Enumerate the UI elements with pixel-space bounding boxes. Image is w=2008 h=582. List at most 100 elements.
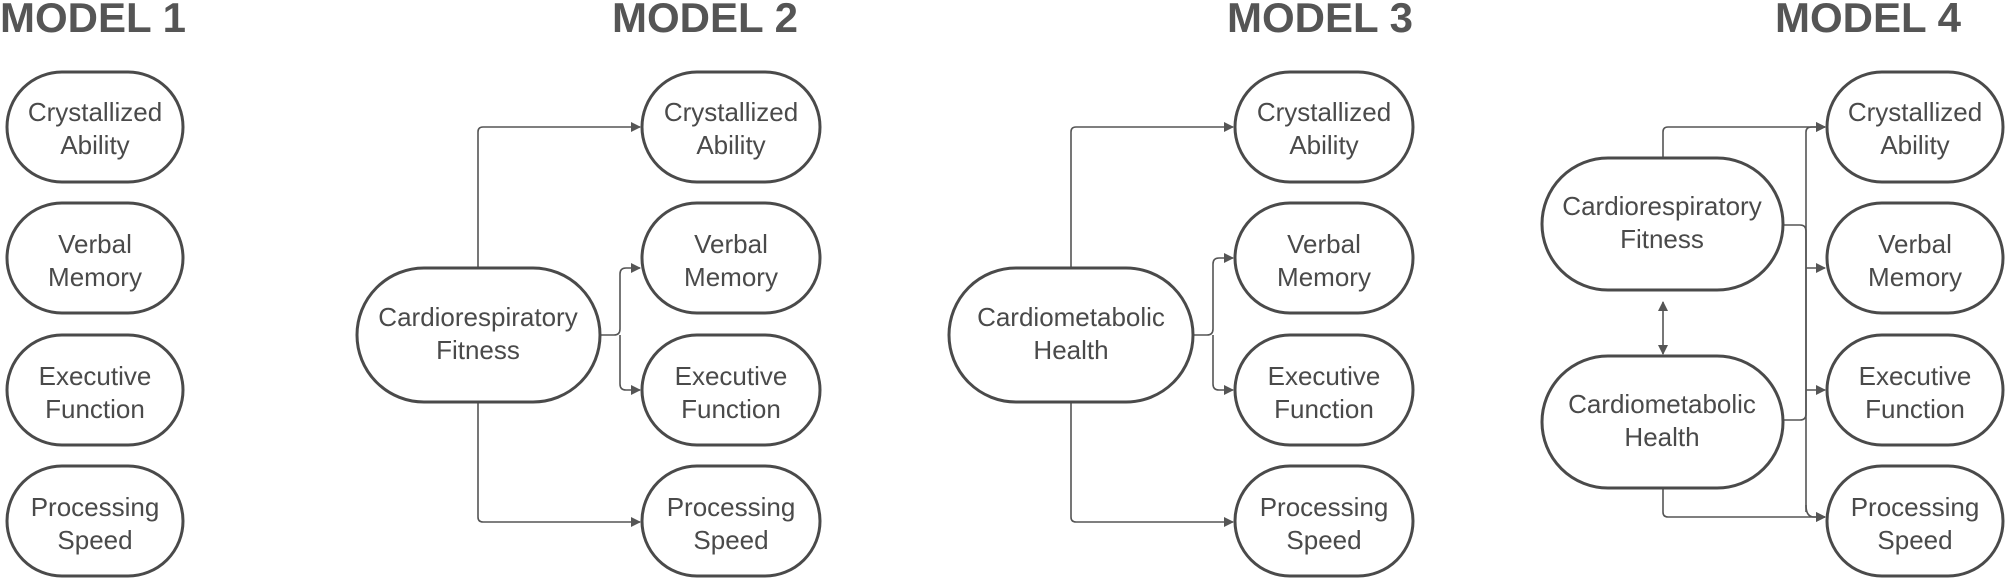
node-label-line-1: Verbal xyxy=(694,229,768,259)
path-cardiometabolic-verbal xyxy=(1193,253,1234,336)
node-label-line-2: Speed xyxy=(57,525,132,555)
node-label-line-1: Verbal xyxy=(58,229,132,259)
model-3-node-executive-function: Executive Function xyxy=(1233,333,1415,447)
model-4-title: MODEL 4 xyxy=(1775,0,1962,41)
model-4-node-processing-speed: Processing Speed xyxy=(1825,464,2005,578)
node-shape xyxy=(1233,201,1415,315)
node-label-line-1: Crystallized xyxy=(1848,97,1982,127)
model-3-paths xyxy=(1070,122,1234,527)
node-label-line-2: Health xyxy=(1033,335,1108,365)
model-2-node-executive-function: Executive Function xyxy=(640,333,822,447)
path-cardiometabolic-crystallized xyxy=(1070,122,1234,268)
path-m4-cardio-bus xyxy=(1783,224,1807,512)
model-1-node-verbal-memory: Verbal Memory xyxy=(5,201,185,315)
node-shape xyxy=(1233,70,1415,184)
model-3-node-processing-speed: Processing Speed xyxy=(1233,464,1415,578)
model-3-node-verbal-memory: Verbal Memory xyxy=(1233,201,1415,315)
node-label-line-2: Function xyxy=(1274,394,1374,424)
model-4-node-crystallized-ability: Crystallized Ability xyxy=(1825,70,2005,184)
path-m4-cardio-crystallized xyxy=(1662,122,1826,158)
node-shape xyxy=(5,333,185,447)
node-shape xyxy=(640,201,822,315)
node-label-line-2: Memory xyxy=(1277,262,1371,292)
model-2-paths xyxy=(477,122,641,527)
node-label-line-1: Cardiorespiratory xyxy=(378,302,577,332)
model-2-node-cardiorespiratory-fitness: Cardiorespiratory Fitness xyxy=(355,266,602,404)
node-label-line-1: Processing xyxy=(1851,492,1980,522)
node-shape xyxy=(1825,70,2005,184)
node-shape xyxy=(5,464,185,578)
node-shape xyxy=(1825,201,2005,315)
path-cardio-crystallized xyxy=(477,122,641,268)
node-label-line-2: Fitness xyxy=(1620,224,1704,254)
model-4-node-verbal-memory: Verbal Memory xyxy=(1825,201,2005,315)
model-1-title: MODEL 1 xyxy=(0,0,186,41)
path-m4-bus-processing xyxy=(1805,504,1826,522)
path-cardio-verbal xyxy=(600,263,641,336)
node-shape xyxy=(1825,464,2005,578)
model-2-node-processing-speed: Processing Speed xyxy=(640,464,822,578)
node-label-line-1: Executive xyxy=(675,361,788,391)
node-label-line-1: Processing xyxy=(31,492,160,522)
node-label-line-1: Cardiometabolic xyxy=(977,302,1165,332)
path-cardio-executive xyxy=(619,335,641,395)
node-shape xyxy=(640,464,822,578)
node-label-line-2: Ability xyxy=(60,130,129,160)
path-m4-cardiometabolic-bus xyxy=(1783,122,1826,421)
model-1-node-crystallized-ability: Crystallized Ability xyxy=(5,70,185,184)
node-label-line-2: Function xyxy=(681,394,781,424)
node-shape xyxy=(947,266,1195,404)
node-label-line-1: Crystallized xyxy=(664,97,798,127)
node-label-line-1: Crystallized xyxy=(28,97,162,127)
node-label-line-2: Ability xyxy=(1880,130,1949,160)
node-label-line-2: Memory xyxy=(48,262,142,292)
node-shape xyxy=(5,70,185,184)
node-shape xyxy=(355,266,602,404)
model-2-node-crystallized-ability: Crystallized Ability xyxy=(640,70,822,184)
node-label-line-1: Cardiorespiratory xyxy=(1562,191,1761,221)
node-label-line-2: Speed xyxy=(1286,525,1361,555)
node-label-line-2: Health xyxy=(1624,422,1699,452)
node-label-line-2: Function xyxy=(45,394,145,424)
node-shape xyxy=(1540,354,1785,490)
node-label-line-2: Function xyxy=(1865,394,1965,424)
node-shape xyxy=(1233,333,1415,447)
model-2-node-verbal-memory: Verbal Memory xyxy=(640,201,822,315)
model-4-node-executive-function: Executive Function xyxy=(1825,333,2005,447)
model-3-title: MODEL 3 xyxy=(1227,0,1413,41)
node-label-line-1: Processing xyxy=(667,492,796,522)
node-label-line-1: Executive xyxy=(1268,361,1381,391)
model-3-node-cardiometabolic-health: Cardiometabolic Health xyxy=(947,266,1195,404)
model-2-title: MODEL 2 xyxy=(612,0,798,41)
node-shape xyxy=(1233,464,1415,578)
path-cardiometabolic-executive xyxy=(1212,335,1234,395)
node-label-line-2: Memory xyxy=(684,262,778,292)
node-label-line-1: Executive xyxy=(1859,361,1972,391)
node-label-line-2: Ability xyxy=(696,130,765,160)
node-shape xyxy=(640,333,822,447)
path-cardiometabolic-processing xyxy=(1070,402,1234,527)
model-4-node-cardiometabolic-health: Cardiometabolic Health xyxy=(1540,354,1785,490)
node-shape xyxy=(640,70,822,184)
node-label-line-2: Speed xyxy=(693,525,768,555)
node-shape xyxy=(5,201,185,315)
model-4-node-cardiorespiratory-fitness: Cardiorespiratory Fitness xyxy=(1540,156,1785,292)
node-label-line-1: Verbal xyxy=(1287,229,1361,259)
node-shape xyxy=(1825,333,2005,447)
node-label-line-1: Verbal xyxy=(1878,229,1952,259)
node-label-line-2: Ability xyxy=(1289,130,1358,160)
node-label-line-1: Processing xyxy=(1260,492,1389,522)
node-label-line-2: Memory xyxy=(1868,262,1962,292)
node-label-line-1: Cardiometabolic xyxy=(1568,389,1756,419)
model-1-node-executive-function: Executive Function xyxy=(5,333,185,447)
node-shape xyxy=(1540,156,1785,292)
node-label-line-2: Fitness xyxy=(436,335,520,365)
path-cardio-processing xyxy=(477,402,641,527)
node-label-line-2: Speed xyxy=(1877,525,1952,555)
model-1-node-processing-speed: Processing Speed xyxy=(5,464,185,578)
node-label-line-1: Executive xyxy=(39,361,152,391)
model-4-paths xyxy=(1658,122,1826,522)
node-label-line-1: Crystallized xyxy=(1257,97,1391,127)
path-m4-cardiometabolic-processing xyxy=(1662,488,1826,522)
